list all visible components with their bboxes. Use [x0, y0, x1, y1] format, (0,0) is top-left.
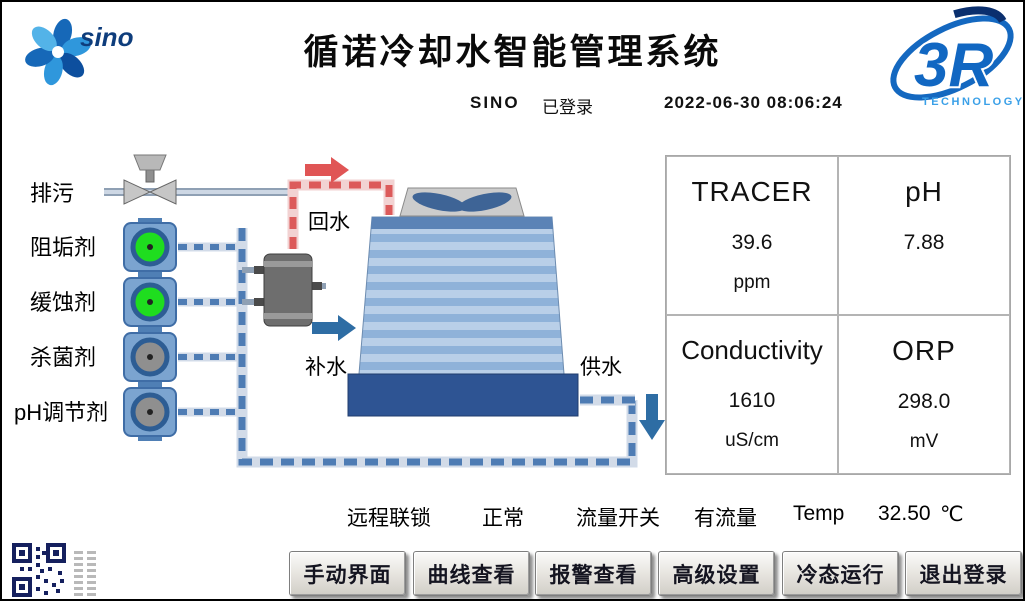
orp-value: 298.0 — [897, 390, 951, 413]
makeup-flow-arrow-icon — [312, 315, 356, 341]
return-flow-arrow-icon — [305, 157, 349, 183]
main-water-pipe — [236, 228, 638, 468]
logout-button[interactable]: 退出登录 — [905, 551, 1022, 596]
orp-unit: mV — [909, 431, 939, 452]
qr-code — [12, 543, 66, 597]
3r-swoosh-dark-icon — [953, 6, 1007, 24]
reading-conductivity: Conductivity 1610 uS/cm — [666, 315, 838, 474]
tracer-value: 39.6 — [731, 231, 773, 254]
3r-swoosh-icon — [890, 15, 1014, 101]
conductivity-label: Conductivity — [681, 335, 823, 365]
qr-side-text — [74, 548, 83, 596]
makeup-water-label: 补水 — [305, 356, 347, 379]
manual-screen-button[interactable]: 手动界面 — [289, 551, 406, 596]
filter-vessel — [254, 253, 322, 327]
sino-logo: sino — [25, 18, 134, 86]
pump-ph-adjuster — [123, 383, 177, 441]
biocide-label: 杀菌剂 — [30, 345, 96, 370]
blowdown-label: 排污 — [30, 181, 74, 206]
sino-logo-text: sino — [80, 22, 134, 52]
supply-water-label: 供水 — [580, 356, 622, 379]
conductivity-unit: uS/cm — [725, 430, 779, 451]
3r-logo-subtext: TECHNOLOGY — [922, 96, 1025, 108]
advanced-settings-button[interactable]: 高级设置 — [658, 551, 775, 596]
fan-blade-icon — [412, 192, 466, 212]
readings-panel: TRACER 39.6 ppm pH 7.88 Conductivity 161… — [665, 155, 1011, 475]
datetime: 2022-06-30 08:06:24 — [664, 93, 843, 112]
page-title: 循诺冷却水智能管理系统 — [303, 33, 722, 72]
ph-label: pH — [905, 176, 943, 207]
sino-flower-icon — [25, 18, 91, 86]
tracer-unit: ppm — [733, 272, 771, 293]
return-water-pipe — [287, 179, 395, 249]
tower-basin — [347, 373, 579, 417]
tracer-label: TRACER — [691, 176, 813, 207]
blowdown-valve — [123, 154, 177, 205]
reading-tracer: TRACER 39.6 ppm — [666, 156, 838, 315]
dosing-pipes — [178, 242, 238, 417]
temp-label: Temp — [793, 502, 845, 525]
supply-flow-arrow-icon — [639, 394, 665, 440]
alarm-view-button[interactable]: 报警查看 — [535, 551, 652, 596]
return-water-label: 回水 — [308, 211, 350, 234]
3r-logo: 3R TECHNOLOGY — [890, 6, 1025, 108]
conductivity-value: 1610 — [728, 389, 776, 412]
process-diagram: 排污 阻垢剂 缓蚀剂 杀菌剂 pH调节剂 回水 补水 供水 — [14, 154, 665, 468]
pump-corrosion-inhibitor — [123, 273, 177, 331]
ph-value: 7.88 — [903, 231, 945, 254]
reading-ph: pH 7.88 — [838, 156, 1010, 315]
qr-side-text — [87, 548, 96, 596]
scale-inhibitor-label: 阻垢剂 — [30, 235, 96, 260]
corrosion-inhibitor-label: 缓蚀剂 — [30, 290, 96, 315]
3r-logo-text: 3R — [914, 31, 993, 100]
pump-biocide — [123, 328, 177, 386]
pump-scale-inhibitor — [123, 218, 177, 276]
temp-value: 32.50 — [878, 502, 931, 525]
cooling-tower — [347, 187, 579, 417]
orp-label: ORP — [892, 335, 956, 366]
curve-view-button[interactable]: 曲线查看 — [413, 551, 530, 596]
cold-run-button[interactable]: 冷态运行 — [782, 551, 899, 596]
temp-unit: ℃ — [940, 503, 964, 526]
ph-adjuster-label: pH调节剂 — [14, 400, 108, 425]
interlock-label: 远程联锁 — [347, 507, 431, 530]
flow-switch-value: 有流量 — [694, 507, 757, 530]
reading-orp: ORP 298.0 mV — [838, 315, 1010, 474]
flow-switch-label: 流量开关 — [576, 507, 660, 530]
login-status: 已登录 — [542, 98, 593, 117]
logged-in-username: SINO — [470, 93, 520, 112]
fan-blade-icon — [458, 192, 512, 212]
interlock-value: 正常 — [482, 507, 524, 530]
